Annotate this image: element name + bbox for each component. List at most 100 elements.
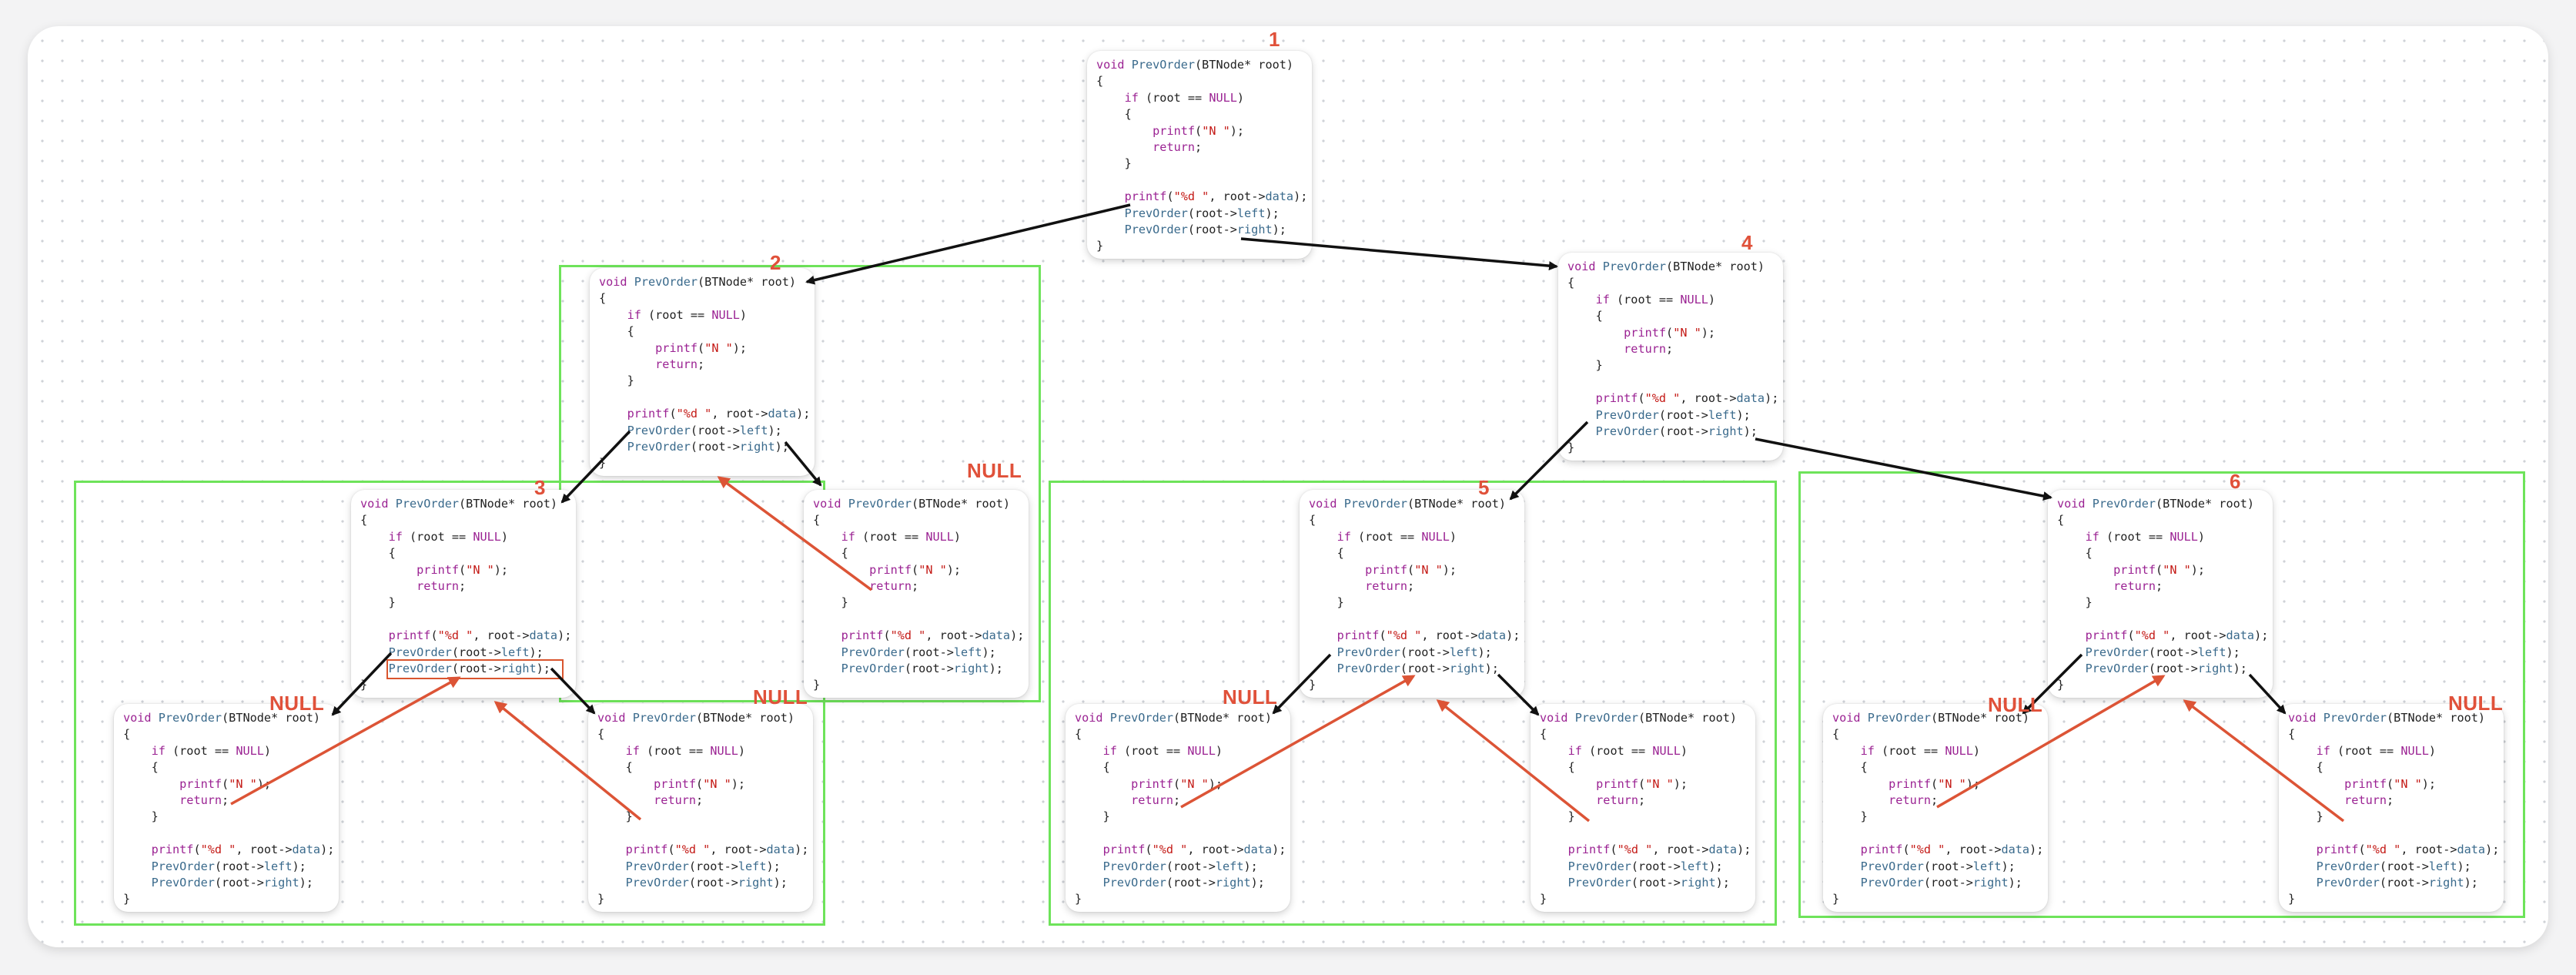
code-token: printf <box>655 340 698 355</box>
code-token: PrevOrder <box>1124 222 1188 236</box>
code-token: PrevOrder <box>1102 859 1166 873</box>
code-token: (BTNode* root) <box>696 711 795 725</box>
code-line: } <box>1567 357 1783 374</box>
code-token: ); <box>1737 843 1751 857</box>
code-token: left <box>500 645 530 659</box>
code-token: ); <box>2029 843 2044 857</box>
call-arrow-6-to-left-null <box>2022 653 2083 715</box>
code-line: if (root == NULL) <box>1096 90 1312 106</box>
code-line: printf("N "); <box>597 776 813 792</box>
code-token: ( <box>222 776 229 791</box>
code-line: } <box>2057 677 2273 693</box>
return-arrow-right-null-to-3 <box>493 701 642 821</box>
code-token: if <box>1102 743 1117 758</box>
code-token: PrevOrder <box>388 645 452 659</box>
code-token: (root-> <box>1631 875 1681 890</box>
code-token: ( <box>1902 843 1910 857</box>
code-token: "N " <box>2394 776 2422 791</box>
call-arrow-5-to-right-null <box>1497 673 1540 716</box>
code-token: ( <box>883 628 891 643</box>
code-token: ); <box>2254 628 2269 643</box>
code-token: printf <box>1595 391 1638 406</box>
code-token: PrevOrder <box>158 711 222 725</box>
code-token: ) <box>1972 743 1981 758</box>
code-token: ( <box>1195 123 1203 138</box>
code-token: { <box>360 513 368 528</box>
code-token: NULL <box>1945 743 1973 758</box>
code-line: { <box>1075 759 1290 776</box>
code-token: ) <box>953 529 962 544</box>
code-token: void <box>123 711 159 725</box>
code-token: "N " <box>1180 776 1209 791</box>
call-arrow-2-to-3 <box>560 430 631 504</box>
code-token: ); <box>946 562 962 577</box>
code-line: if (root == NULL) <box>1832 743 2048 759</box>
code-token: void <box>1567 260 1603 273</box>
code-line: printf("%d ", root->data); <box>123 842 339 858</box>
code-token: void <box>1309 497 1344 511</box>
code-token: if <box>2316 743 2330 758</box>
code-line: { <box>1075 726 1290 742</box>
code-line: void PrevOrder(BTNode* root) <box>2288 710 2504 726</box>
return-arrow-right-null-to-6 <box>2183 699 2345 823</box>
code-token: } <box>597 809 633 824</box>
code-line: return; <box>2057 578 2273 595</box>
call-arrow-4-to-5 <box>1509 420 1589 501</box>
code-token: ); <box>1743 424 1758 438</box>
code-token: ( <box>1610 843 1618 857</box>
code-token: left <box>739 423 768 437</box>
code-token: return <box>654 792 697 807</box>
code-line: if (root == NULL) <box>813 529 1029 545</box>
code-token: printf <box>1337 628 1380 643</box>
code-token: ); <box>1250 875 1265 890</box>
code-token: "%d " <box>674 843 711 857</box>
code-token: left <box>2428 859 2457 873</box>
code-token: printf <box>1124 189 1167 204</box>
code-token: PrevOrder <box>625 859 689 873</box>
code-line: PrevOrder(root->left); <box>599 423 815 439</box>
code-token: PrevOrder <box>1595 424 1659 438</box>
code-line: void PrevOrder(BTNode* root) <box>813 496 1029 512</box>
code-token: (root-> <box>1923 859 1973 873</box>
code-token: ); <box>493 562 509 577</box>
code-token: printf <box>1365 562 1408 577</box>
recursion-frame-2 <box>559 265 1041 702</box>
code-token: "N " <box>918 562 947 577</box>
code-line: { <box>2288 759 2504 776</box>
code-token: printf <box>1860 843 1903 857</box>
code-token: ); <box>1484 661 1499 675</box>
return-arrow-left-null-to-3 <box>230 676 461 806</box>
code-token: "%d " <box>1386 628 1422 643</box>
code-token: return <box>1153 139 1196 154</box>
code-line: PrevOrder(root->left); <box>813 645 1029 661</box>
code-line: } <box>1075 891 1290 907</box>
code-token: if <box>627 307 641 322</box>
code-line: PrevOrder(root->right); <box>813 661 1029 677</box>
code-line: printf("%d ", root->data); <box>2057 628 2273 644</box>
code-token: ); <box>2485 843 2500 857</box>
code-line: { <box>2288 726 2504 742</box>
code-token: left <box>1708 407 1737 422</box>
code-token: data <box>2457 843 2486 857</box>
code-token: PrevOrder <box>627 423 691 437</box>
code-token: ( <box>2127 628 2135 643</box>
code-card-null-left-5: void PrevOrder(BTNode* root){ if (root =… <box>1066 704 1290 912</box>
code-token: right <box>2197 661 2233 675</box>
code-token: ); <box>1506 628 1521 643</box>
code-line: PrevOrder(root->right); <box>1832 875 2048 891</box>
code-token: printf <box>1153 123 1196 138</box>
code-token: { <box>2288 727 2296 742</box>
code-token: ( <box>1931 776 1939 791</box>
code-card-null-right-5: void PrevOrder(BTNode* root){ if (root =… <box>1531 704 1755 912</box>
code-token: void <box>599 275 634 289</box>
code-token: PrevOrder <box>1124 206 1188 220</box>
code-token: data <box>1708 843 1738 857</box>
code-token: ; <box>2156 578 2163 593</box>
code-line: PrevOrder(root->left); <box>1075 859 1290 875</box>
code-token: (root == <box>855 529 926 544</box>
code-line: PrevOrder(root->right); <box>1096 222 1312 238</box>
code-line: { <box>123 759 339 776</box>
code-token: ); <box>2233 661 2247 675</box>
code-token: PrevOrder <box>1337 645 1400 659</box>
call-arrow-5-to-left-null <box>1272 653 1332 715</box>
